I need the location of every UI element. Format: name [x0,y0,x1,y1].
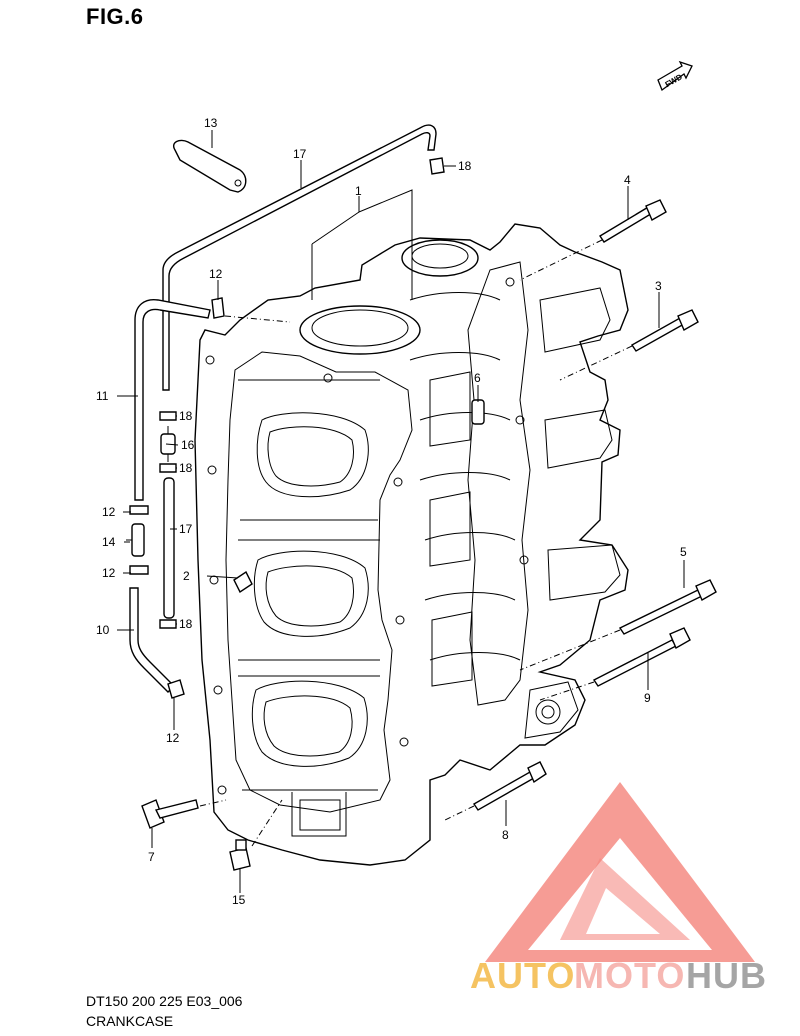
callout-6: 6 [474,371,481,385]
leader-lines [117,130,685,893]
callout-12-a: 12 [209,267,223,281]
callout-8: 8 [502,828,509,842]
model-code: DT150 200 225 E03_006 [86,993,243,1009]
part-15-plug [229,839,251,871]
callout-18-a: 18 [458,159,472,173]
callout-10: 10 [96,623,110,637]
callout-14: 14 [102,535,116,549]
part-13-bracket [173,139,247,193]
callout-12-b: 12 [102,505,116,519]
callout-18-d: 18 [179,617,193,631]
callout-4: 4 [624,173,631,187]
callout-16: 16 [181,438,195,452]
watermark-moto: MOTO [574,955,685,996]
callouts: 1 2 3 4 5 6 7 8 9 10 11 12 12 12 12 13 1… [96,116,687,907]
figure-title: FIG.6 [86,4,144,29]
callout-13: 13 [204,116,218,130]
callout-15: 15 [232,893,246,907]
callout-18-c: 18 [179,461,193,475]
watermark-auto: AUTO [470,955,575,996]
callout-7: 7 [148,850,155,864]
callout-11: 11 [96,389,109,403]
callout-17-a: 17 [293,147,307,161]
watermark-hub: HUB [686,955,767,996]
callout-1: 1 [355,184,362,198]
callout-2: 2 [183,569,190,583]
fwd-arrow-icon: FWD [657,60,693,92]
callout-17-b: 17 [179,522,193,536]
crankcase-body [194,223,629,866]
callout-5: 5 [680,545,687,559]
figure-caption: CRANKCASE [86,1013,174,1029]
watermark-text: AUTO MOTO HUB [470,955,767,996]
callout-12-d: 12 [166,731,180,745]
callout-3: 3 [655,279,662,293]
part-14-connector [126,523,145,557]
part-17-hose [162,124,437,391]
callout-12-c: 12 [102,566,116,580]
part-11-hose [134,298,211,501]
assembly-lines [199,239,633,847]
clips [129,157,445,699]
bolts [233,199,717,811]
part-17-hose-lower [163,477,175,619]
callout-18-b: 18 [179,409,193,423]
watermark-logo [485,782,755,962]
part-7-elbow [141,799,199,829]
callout-9: 9 [644,691,651,705]
